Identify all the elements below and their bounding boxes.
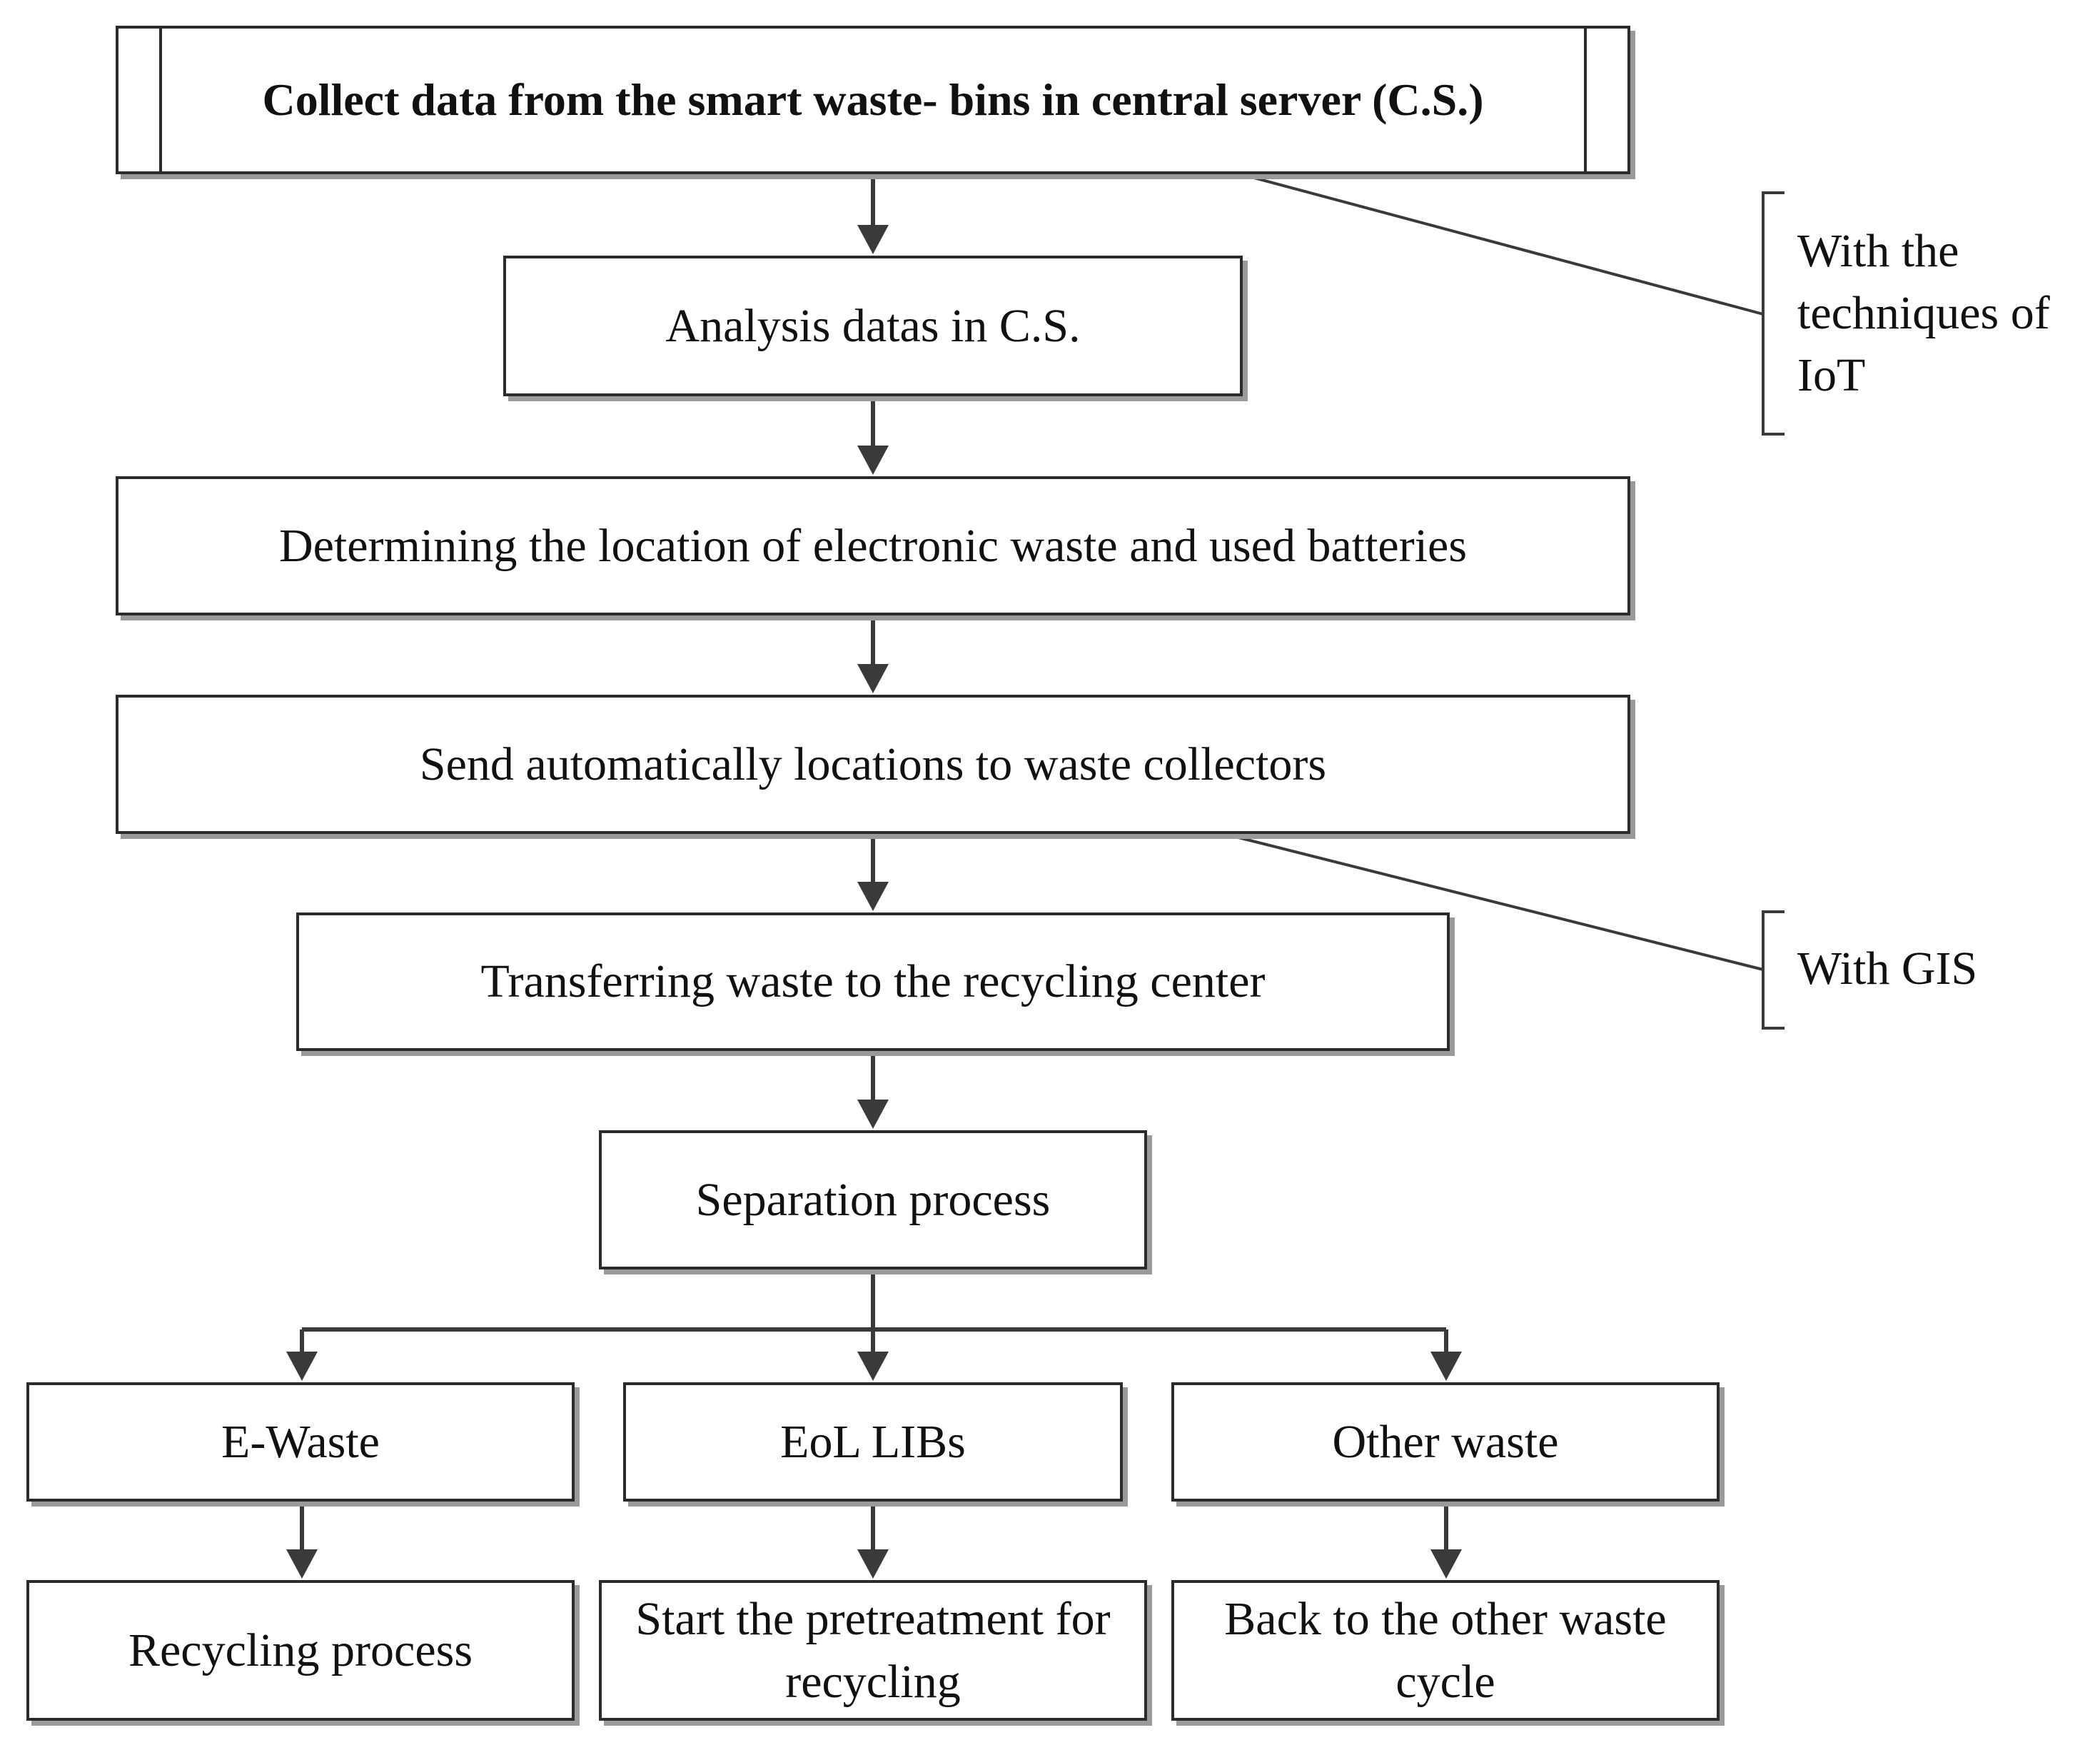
gis-annotation-label: With GIS <box>1797 942 1978 995</box>
analysis-node: Analysis datas in C.S. <box>503 256 1243 396</box>
arrow-collect-to-analysis <box>857 174 889 254</box>
collect-node-label: Collect data from the smart waste- bins … <box>262 74 1484 125</box>
send-node: Send automatically locations to waste co… <box>116 695 1630 834</box>
other-waste-node: Other waste <box>1171 1382 1720 1502</box>
pretreatment-node-line1: Start the pretreatment for <box>635 1593 1111 1646</box>
recycling-process-node: Recycling process <box>26 1580 575 1721</box>
ewaste-node-label: E-Waste <box>221 1415 380 1468</box>
gis-leader <box>1223 833 1785 1030</box>
collect-node-left-bar <box>159 29 162 171</box>
arrow-analysis-to-determine <box>857 396 889 475</box>
collect-node: Collect data from the smart waste- bins … <box>116 26 1630 174</box>
iot-annotation-line2: techniques of <box>1797 287 2050 340</box>
collect-node-right-bar <box>1584 29 1587 171</box>
ewaste-node: E-Waste <box>26 1382 575 1502</box>
back-to-cycle-node: Back to the other waste cycle <box>1171 1580 1720 1721</box>
other-waste-node-label: Other waste <box>1332 1415 1559 1468</box>
gis-annotation: With GIS <box>1797 937 1977 1000</box>
arrow-other-to-back <box>1430 1502 1462 1579</box>
arrow-separation-fork <box>286 1269 1462 1381</box>
transfer-node: Transferring waste to the recycling cent… <box>296 912 1450 1051</box>
arrow-determine-to-send <box>857 615 889 693</box>
recycling-process-node-label: Recycling process <box>128 1624 473 1676</box>
arrow-transfer-to-separation <box>857 1051 889 1129</box>
pretreatment-node: Start the pretreatment for recycling <box>599 1580 1147 1721</box>
determine-node: Determining the location of electronic w… <box>116 476 1630 615</box>
back-to-cycle-node-line2: cycle <box>1395 1655 1495 1708</box>
back-to-cycle-node-line1: Back to the other waste <box>1224 1593 1667 1646</box>
eol-libs-node: EoL LIBs <box>623 1382 1123 1502</box>
transfer-node-label: Transferring waste to the recycling cent… <box>480 955 1266 1008</box>
pretreatment-node-line2: recycling <box>785 1655 961 1708</box>
send-node-label: Send automatically locations to waste co… <box>419 738 1327 790</box>
arrow-send-to-transfer <box>857 834 889 911</box>
separation-node: Separation process <box>599 1130 1147 1269</box>
iot-leader <box>1240 173 1785 436</box>
iot-annotation-line3: IoT <box>1797 349 1866 402</box>
iot-annotation-line1: With the <box>1797 225 1959 277</box>
arrow-eol-to-pretreat <box>857 1502 889 1579</box>
analysis-node-label: Analysis datas in C.S. <box>665 299 1081 352</box>
eol-libs-node-label: EoL LIBs <box>780 1415 966 1468</box>
determine-node-label: Determining the location of electronic w… <box>278 519 1468 572</box>
arrow-ewaste-to-recycling <box>286 1502 318 1579</box>
separation-node-label: Separation process <box>695 1173 1051 1226</box>
iot-annotation: With the techniques of IoT <box>1797 220 2050 406</box>
